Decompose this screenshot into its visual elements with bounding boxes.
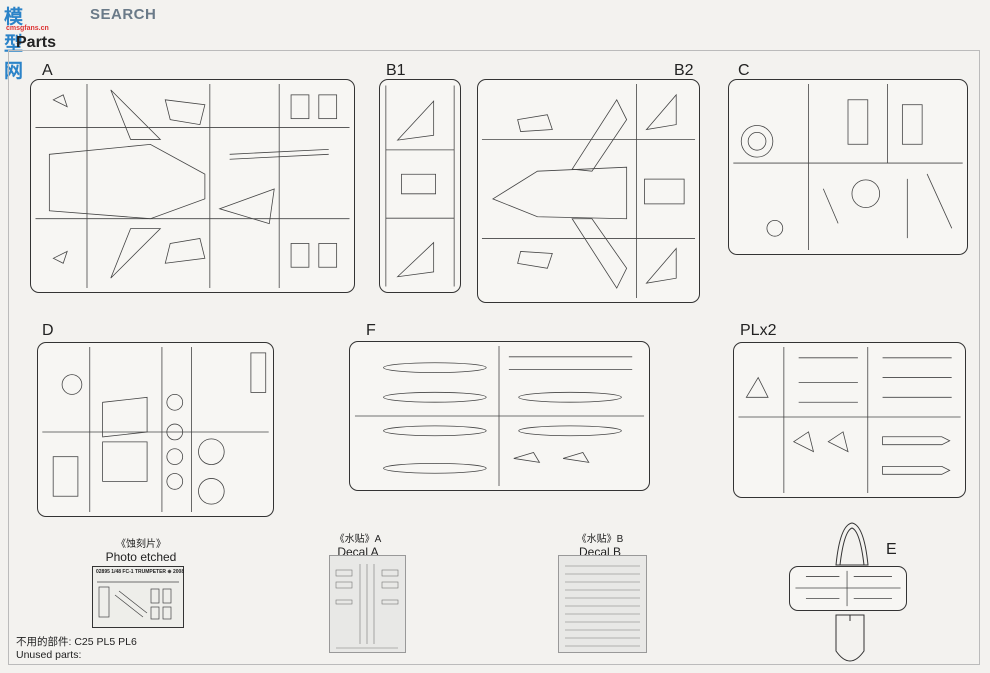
watermark-url: cmsgfans.cn <box>6 25 49 32</box>
unused-parts-list: C25 PL5 PL6 <box>74 636 137 648</box>
unused-parts-en: Unused parts: <box>16 649 82 661</box>
pe-caption-cn: 《蚀刻片》 <box>116 539 166 550</box>
page-title: Parts <box>16 34 57 51</box>
pe-plate-title: 02895 1/48 FC-1 TRUMPETER ⊕ 2008 <box>96 569 185 575</box>
unused-parts-cn: 不用的部件: <box>16 636 72 648</box>
sprue-a-frame <box>30 79 355 293</box>
sprue-b2-label: B2 <box>674 62 694 79</box>
sprue-pl-frame <box>733 342 966 498</box>
sprue-b1-frame <box>379 79 461 293</box>
sprue-e-label: E <box>886 541 897 558</box>
sprue-a-label: A <box>42 62 53 79</box>
sprue-f-frame <box>349 341 650 491</box>
sprue-pl-label: PLx2 <box>740 322 777 339</box>
watermark-text: SEARCH <box>90 6 157 23</box>
decal-b-cn: 《水贴》B <box>576 534 624 545</box>
decal-a-cn: 《水贴》A <box>334 534 382 545</box>
sprue-b2-frame <box>477 79 700 303</box>
page-frame <box>8 50 980 665</box>
sprue-b1-label: B1 <box>386 62 406 79</box>
sprue-d-frame <box>37 342 274 517</box>
sprue-e-frame <box>789 566 907 611</box>
sprue-f-label: F <box>366 322 376 339</box>
sprue-c-label: C <box>738 62 750 79</box>
decal-a-sheet <box>329 555 406 653</box>
photo-etched-plate: 02895 1/48 FC-1 TRUMPETER ⊕ 2008 <box>92 566 184 628</box>
sprue-d-label: D <box>42 322 54 339</box>
unused-parts-note: 不用的部件: C25 PL5 PL6 Unused parts: <box>16 636 137 662</box>
sprue-c-frame <box>728 79 968 255</box>
canopy-shape <box>835 522 869 566</box>
canopy-clear-shape <box>835 614 865 662</box>
decal-b-sheet <box>558 555 647 653</box>
